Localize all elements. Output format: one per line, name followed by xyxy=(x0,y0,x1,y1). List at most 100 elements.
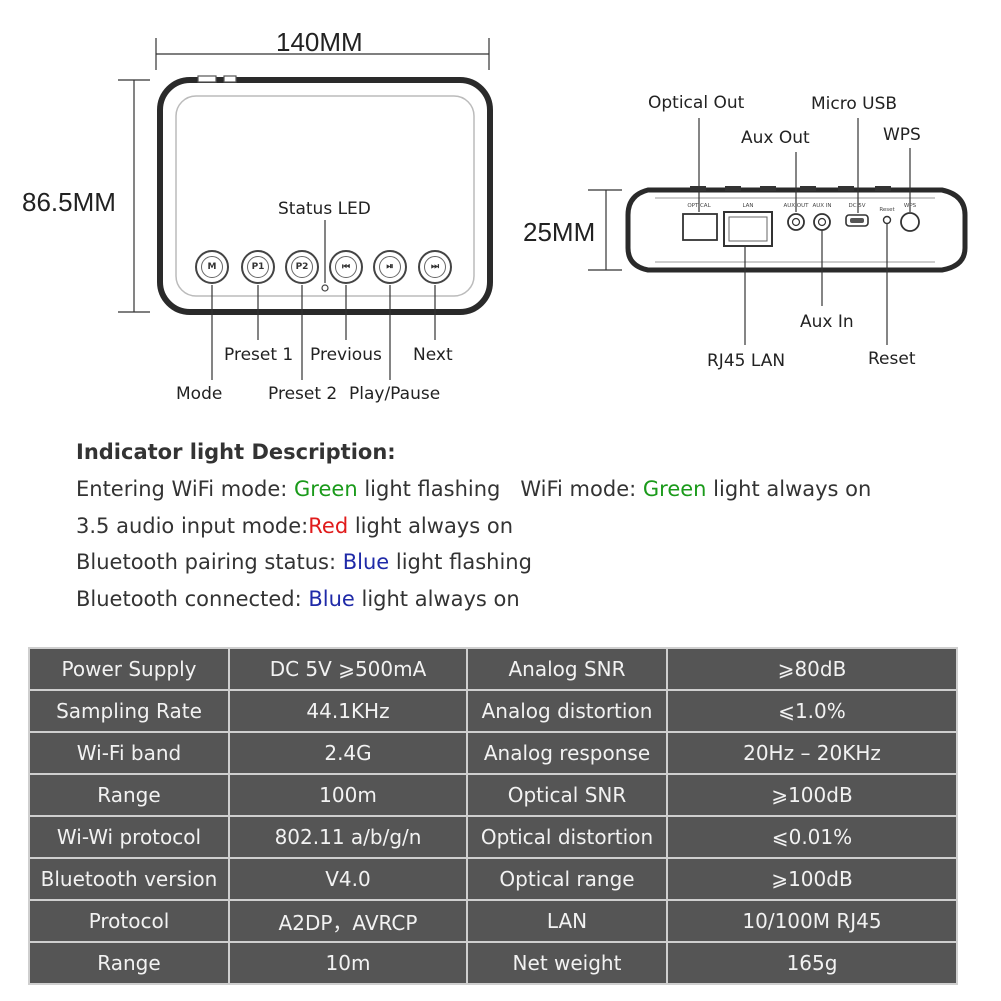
button-leaders xyxy=(211,285,436,380)
height-label: 86.5MM xyxy=(22,187,116,217)
optical-port-print: OPTICAL xyxy=(687,203,711,209)
spec-value-cell: 20Hz – 20KHz xyxy=(666,731,958,775)
preset-1-button-glyph: P1 xyxy=(247,256,269,278)
rear-leaders xyxy=(698,118,911,345)
depth-label: 25MM xyxy=(523,217,596,247)
play-pause-label: Play/Pause xyxy=(349,384,441,404)
spec-label-cell: Power Supply xyxy=(28,647,230,691)
spec-label-cell: Wi-Wi protocol xyxy=(28,815,230,859)
lan-port-print: LAN xyxy=(742,203,753,209)
previous-label: Previous xyxy=(310,345,382,365)
spec-label-cell: Optical SNR xyxy=(466,773,668,817)
spec-value-cell: A2DP，AVRCP xyxy=(228,899,468,943)
micro-usb-port xyxy=(845,214,869,227)
spec-value-cell: ⩽0.01% xyxy=(666,815,958,859)
audio-color: Red xyxy=(308,514,349,538)
mode-button[interactable]: M xyxy=(195,250,229,284)
status-led xyxy=(321,284,329,292)
preset-1-label: Preset 1 xyxy=(224,345,294,365)
preset-2-button-glyph: P2 xyxy=(291,256,313,278)
preset-2-button[interactable]: P2 xyxy=(285,250,319,284)
wps-label: WPS xyxy=(883,125,921,145)
spec-value-cell: V4.0 xyxy=(228,857,468,901)
lan-port xyxy=(723,211,773,247)
spec-label-cell: Optical range xyxy=(466,857,668,901)
spec-value-cell: DC 5V ⩾500mA xyxy=(228,647,468,691)
next-label: Next xyxy=(413,345,453,365)
spec-label-cell: Range xyxy=(28,773,230,817)
aux-in-label: Aux In xyxy=(800,312,854,332)
spec-value-cell: ⩽1.0% xyxy=(666,689,958,733)
spec-value-cell: ⩾80dB xyxy=(666,647,958,691)
wifi-entering-pre: Entering WiFi mode: xyxy=(76,477,295,501)
depth-dimension xyxy=(588,189,622,271)
bt-pairing-pre: Bluetooth pairing status: xyxy=(76,550,343,574)
preset-2-label: Preset 2 xyxy=(268,384,338,404)
indicator-line-bt-connected: Bluetooth connected: Blue light always o… xyxy=(76,587,520,611)
spec-value-cell: 802.11 a/b/g/n xyxy=(228,815,468,859)
wifi-mode-color: Green xyxy=(642,477,707,501)
bt-connected-post: light always on xyxy=(354,587,520,611)
indicator-title: Indicator light Description: xyxy=(76,440,396,464)
spec-value-cell: 44.1KHz xyxy=(228,689,468,733)
mode-label: Mode xyxy=(176,384,223,404)
optical-out-label: Optical Out xyxy=(648,93,745,113)
reset-port-print: Reset xyxy=(879,207,895,213)
spec-label-cell: Analog response xyxy=(466,731,668,775)
spec-label-cell: Net weight xyxy=(466,941,668,985)
dc5v-port-print: DC 5V xyxy=(848,203,865,209)
next-icon: ⏭ xyxy=(424,256,446,278)
wifi-entering-post: light flashing xyxy=(357,477,501,501)
spec-value-cell: 10/100M RJ45 xyxy=(666,899,958,943)
spec-value-cell: ⩾100dB xyxy=(666,857,958,901)
spec-label-cell: Protocol xyxy=(28,899,230,943)
product-diagram: OPTICAL LAN AUX OUT AUX IN DC 5V Reset W… xyxy=(118,38,968,380)
optical-port xyxy=(682,213,718,241)
audio-post: light always on xyxy=(348,514,514,538)
bt-connected-color: Blue xyxy=(308,587,355,611)
reset-label: Reset xyxy=(868,349,916,369)
spec-label-cell: Range xyxy=(28,941,230,985)
spec-label-cell: Wi-Fi band xyxy=(28,731,230,775)
height-dimension xyxy=(118,79,150,313)
aux-out-jack xyxy=(787,213,805,231)
aux-in-jack xyxy=(813,213,831,231)
wifi-mode-pre: WiFi mode: xyxy=(520,477,643,501)
play-pause-icon: ⏯ xyxy=(379,256,401,278)
previous-icon: ⏮ xyxy=(335,256,357,278)
preset-1-button[interactable]: P1 xyxy=(241,250,275,284)
aux-in-port-print: AUX IN xyxy=(812,203,831,209)
bt-pairing-post: light flashing xyxy=(389,550,532,574)
wps-button xyxy=(900,212,920,232)
wps-port-print: WPS xyxy=(904,203,917,209)
wifi-mode-post: light always on xyxy=(706,477,872,501)
aux-out-port-print: AUX OUT xyxy=(783,203,809,209)
spec-value-cell: 2.4G xyxy=(228,731,468,775)
status-led-label: Status LED xyxy=(278,199,371,219)
spec-label-cell: Analog distortion xyxy=(466,689,668,733)
play-pause-button[interactable]: ⏯ xyxy=(373,250,407,284)
width-label: 140MM xyxy=(276,27,363,57)
spec-label-cell: Optical distortion xyxy=(466,815,668,859)
bt-connected-pre: Bluetooth connected: xyxy=(76,587,309,611)
front-device-body xyxy=(157,75,493,315)
indicator-line-bt-pairing: Bluetooth pairing status: Blue light fla… xyxy=(76,550,532,574)
next-button[interactable]: ⏭ xyxy=(418,250,452,284)
previous-button[interactable]: ⏮ xyxy=(329,250,363,284)
spec-value-cell: 165g xyxy=(666,941,958,985)
spec-label-cell: Bluetooth version xyxy=(28,857,230,901)
spec-label-cell: Sampling Rate xyxy=(28,689,230,733)
spec-value-cell: 100m xyxy=(228,773,468,817)
spec-label-cell: LAN xyxy=(466,899,668,943)
audio-pre: 3.5 audio input mode: xyxy=(76,514,309,538)
